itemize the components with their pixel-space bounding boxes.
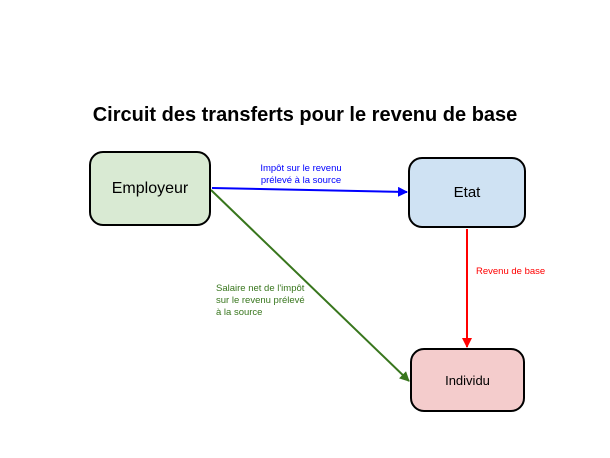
edge-salaire-label-line: sur le revenu prélevé	[216, 295, 305, 306]
arrow-impot	[211, 186, 408, 197]
edge-salaire-label: Salaire net de l'impôt sur le revenu pré…	[216, 283, 305, 319]
arrow-salaire	[210, 189, 410, 382]
edge-impot-label-line: prélevé à la source	[260, 175, 342, 186]
edge-salaire-label-line: à la source	[216, 307, 263, 318]
node-individu-label: Individu	[445, 372, 490, 388]
node-etat: Etat	[408, 157, 526, 228]
node-etat-label: Etat	[453, 184, 481, 201]
node-employeur-label: Employeur	[111, 179, 189, 197]
node-individu: Individu	[410, 348, 525, 412]
edge-revenu-label-line: Revenu de base	[476, 266, 546, 277]
edge-impot-label-line: Impôt sur le revenu	[260, 163, 342, 174]
node-employeur: Employeur	[89, 151, 211, 226]
edge-impot-label: Impôt sur le revenu prélevé à la source	[250, 163, 352, 187]
edge-salaire-label-line: Salaire net de l'impôt	[216, 283, 305, 294]
diagram-title: Circuit des transferts pour le revenu de…	[92, 104, 518, 126]
edge-revenu-label: Revenu de base	[476, 266, 545, 278]
